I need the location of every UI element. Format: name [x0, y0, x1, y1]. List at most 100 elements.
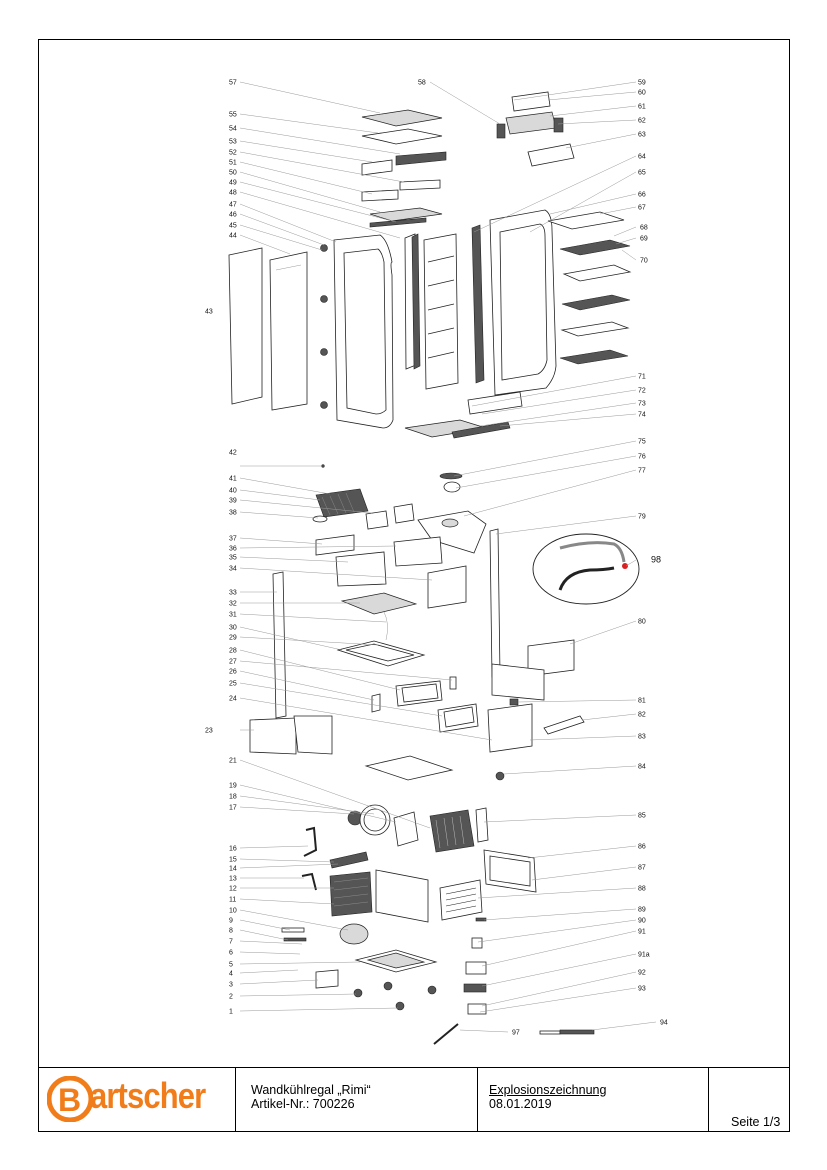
part-50-strip — [361, 189, 399, 202]
part-number-label: 10 — [229, 908, 237, 915]
part-48-hinge — [320, 401, 328, 409]
part-9-rod — [281, 927, 305, 933]
part-side-strip-right — [471, 224, 485, 384]
part-47-rail — [369, 217, 427, 228]
part-number-label: 16 — [229, 846, 237, 853]
part-number-label: 84 — [638, 764, 646, 771]
part-48-frame — [369, 207, 443, 222]
part-number-label: 91a — [638, 952, 650, 959]
part-number-label: 80 — [638, 619, 646, 626]
part-plate-a — [393, 503, 415, 524]
part-number-label: 35 — [229, 555, 237, 562]
part-85-panel — [475, 807, 489, 843]
part-58-hinge — [496, 123, 506, 139]
part-number-label: 65 — [638, 170, 646, 177]
part-number-label: 83 — [638, 734, 646, 741]
part-castor-b — [383, 981, 393, 991]
part-94-rod — [539, 1030, 561, 1035]
part-grid-2 — [561, 294, 631, 311]
part-11-panel — [375, 869, 429, 923]
part-number-label: 19 — [229, 783, 237, 790]
part-88-grille — [439, 879, 483, 921]
title-block: B artscher Wandkühlregal „Rimi“ Artikel-… — [38, 1067, 790, 1132]
part-45-hinge — [320, 244, 328, 252]
part-29-clip — [449, 676, 457, 690]
page-number: Seite 1/3 — [731, 1115, 781, 1129]
part-number-label: 32 — [229, 601, 237, 608]
part-castor-c — [427, 985, 437, 995]
part-number-label: 33 — [229, 590, 237, 597]
company-logo: B artscher — [38, 1067, 235, 1132]
part-23-panel — [249, 717, 297, 755]
part-number-label: 57 — [229, 80, 237, 87]
part-number-label: 25 — [229, 681, 237, 688]
part-38-cap — [312, 515, 328, 523]
part-shelf-3 — [560, 321, 630, 337]
part-number-label: 88 — [638, 886, 646, 893]
part-grid-3 — [559, 349, 629, 365]
part-number-label: 68 — [640, 225, 648, 232]
part-number-label: 8 — [229, 928, 233, 935]
part-number-label: 17 — [229, 805, 237, 812]
part-90-relay — [471, 937, 483, 949]
part-number-label: 92 — [638, 970, 646, 977]
part-63-deflector — [527, 143, 575, 167]
part-74-grille — [451, 421, 511, 439]
part-43-door-glass — [228, 247, 263, 405]
part-79-post-right — [489, 528, 501, 678]
part-25-panel — [487, 703, 533, 753]
part-75-fan — [439, 472, 463, 480]
part-number-label: 34 — [229, 566, 237, 573]
part-1-castor — [395, 1001, 405, 1011]
part-number-label: 97 — [512, 1030, 520, 1037]
part-number-label: 58 — [418, 80, 426, 87]
part-92-box — [467, 1003, 487, 1015]
product-name: Wandkühlregal „Rimi“ — [251, 1083, 371, 1097]
part-number-label: 69 — [640, 236, 648, 243]
part-89-clip — [475, 917, 487, 922]
part-15-bar — [329, 851, 369, 869]
part-36-panel — [393, 536, 443, 567]
part-44-door-panel — [269, 251, 308, 411]
part-number-label: 15 — [229, 857, 237, 864]
part-51-strip — [399, 179, 441, 191]
part-number-label: 28 — [229, 648, 237, 655]
part-84-grommet — [495, 771, 505, 781]
part-80-panel — [527, 639, 575, 677]
part-number-label: 39 — [229, 498, 237, 505]
part-number-label: 90 — [638, 918, 646, 925]
part-number-label: 86 — [638, 844, 646, 851]
part-number-label: 1 — [229, 1009, 233, 1016]
part-91a-label — [463, 983, 487, 993]
part-16-pipe — [303, 826, 318, 857]
part-3-box — [315, 969, 339, 989]
part-number-label: 29 — [229, 635, 237, 642]
part-plate-b — [365, 510, 389, 530]
part-71-tray — [467, 391, 523, 415]
part-number-label: 93 — [638, 986, 646, 993]
document-date: 08.01.2019 — [489, 1097, 552, 1111]
part-number-label: 48 — [229, 190, 237, 197]
part-number-label: 23 — [205, 728, 213, 735]
part-10-compressor — [339, 923, 369, 945]
part-number-label: 74 — [638, 412, 646, 419]
part-number-label: 62 — [638, 118, 646, 125]
part-82-tube — [543, 715, 585, 735]
part-number-label: 45 — [229, 223, 237, 230]
part-number-label: 75 — [638, 439, 646, 446]
part-number-label: 66 — [638, 192, 646, 199]
part-number-label: 71 — [638, 374, 646, 381]
part-55-plate — [361, 128, 443, 145]
part-number-label: 50 — [229, 170, 237, 177]
part-number-label: 89 — [638, 907, 646, 914]
part-32-tray — [340, 592, 418, 615]
part-77-fan-housing — [417, 510, 487, 554]
part-number-label: 4 — [229, 971, 233, 978]
part-number-label: 5 — [229, 962, 233, 969]
part-37-panel — [315, 534, 355, 556]
article-number: Artikel-Nr.: 700226 — [251, 1097, 355, 1111]
part-number-label: 98 — [651, 555, 661, 565]
part-number-label: 91 — [638, 929, 646, 936]
part-number-label: 12 — [229, 886, 237, 893]
